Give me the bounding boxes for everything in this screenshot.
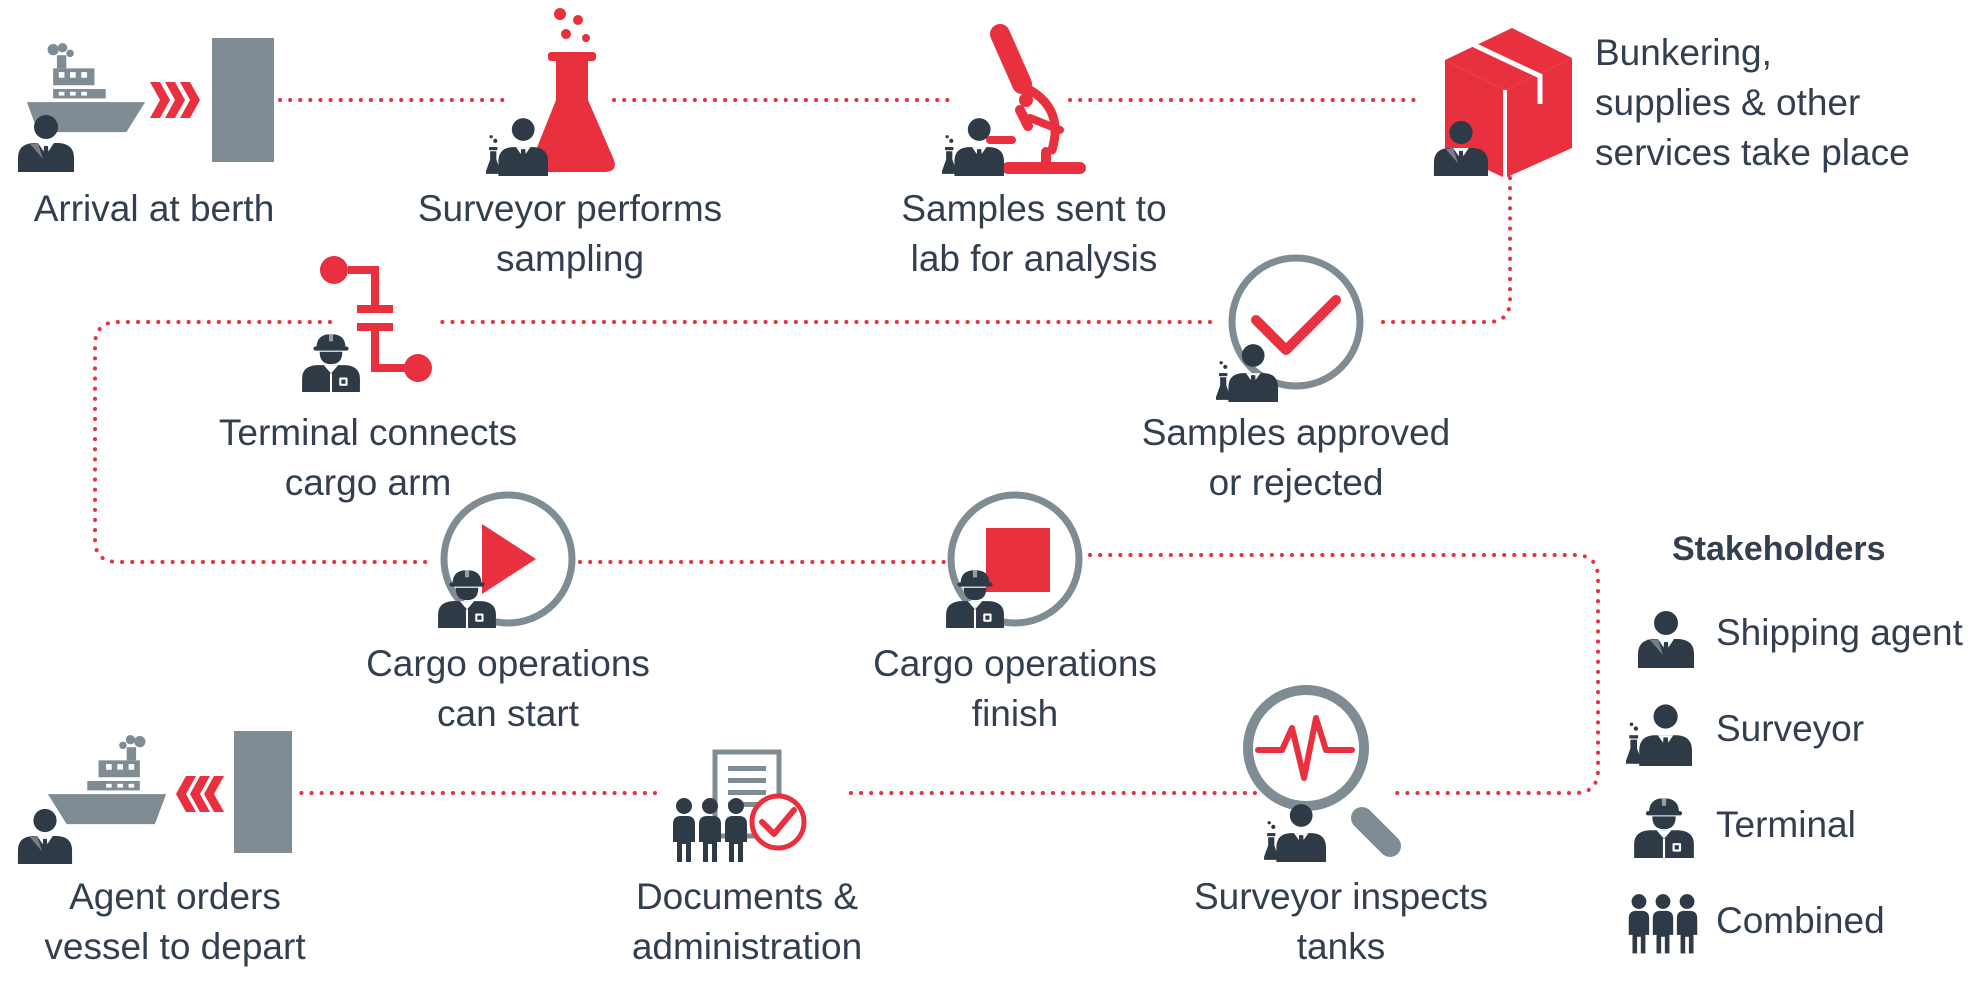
cargo-arm-icon [320,256,432,382]
step-finish [946,491,1083,628]
step-depart [17,731,292,864]
step-start [438,491,576,628]
surveyor-icon [942,118,1004,176]
step-label-lab: Samples sent to lab for analysis [901,188,1167,279]
documents-icon [712,749,807,851]
step-sampling [486,8,615,176]
step-documents [673,749,807,862]
step-bunkering [1433,28,1572,178]
step-label-bunkering: Bunkering, supplies & other services tak… [1595,32,1910,173]
microscope-icon [986,24,1086,174]
checkmark-icon [1251,295,1341,355]
step-inspect [1243,685,1401,862]
ship-arrive-icon [26,38,274,162]
legend-item-combined: Combined [1716,900,1885,941]
step-label-finish: Cargo operations finish [873,643,1157,734]
step-label-inspect: Surveyor inspects tanks [1193,876,1489,967]
terminal-icon [1634,797,1694,858]
step-label-sampling: Surveyor performs sampling [417,188,723,279]
step-label-depart: Agent orders vessel to depart [44,876,306,967]
ship-depart-icon [47,731,292,853]
play-icon [482,524,536,594]
step-label-arrival: Arrival at berth [33,188,275,229]
flask-icon [531,8,615,172]
terminal-icon [302,333,360,392]
step-label-approved: Samples approved or rejected [1141,412,1451,503]
legend-title: Stakeholders [1672,530,1886,568]
step-label-start: Cargo operations can start [366,643,650,734]
step-label-documents: Documents & administration [631,876,863,967]
surveyor-icon [1626,704,1692,766]
stop-icon [986,528,1050,592]
step-connect [302,256,432,392]
legend-icons [1626,611,1698,954]
legend-item-shipping-agent: Shipping agent [1716,612,1963,653]
process-flow-line [93,98,1600,795]
legend-item-surveyor: Surveyor [1716,708,1865,749]
legend-item-terminal: Terminal [1716,804,1856,845]
combined-icon [1628,894,1698,954]
step-label-connect: Terminal connects cargo arm [218,412,518,503]
step-arrival [18,38,274,172]
shipping-agent-icon [1638,611,1694,668]
step-lab [942,24,1086,176]
surveyor-icon [1264,804,1326,862]
combined-icon [673,798,747,862]
step-approved [1216,254,1364,402]
